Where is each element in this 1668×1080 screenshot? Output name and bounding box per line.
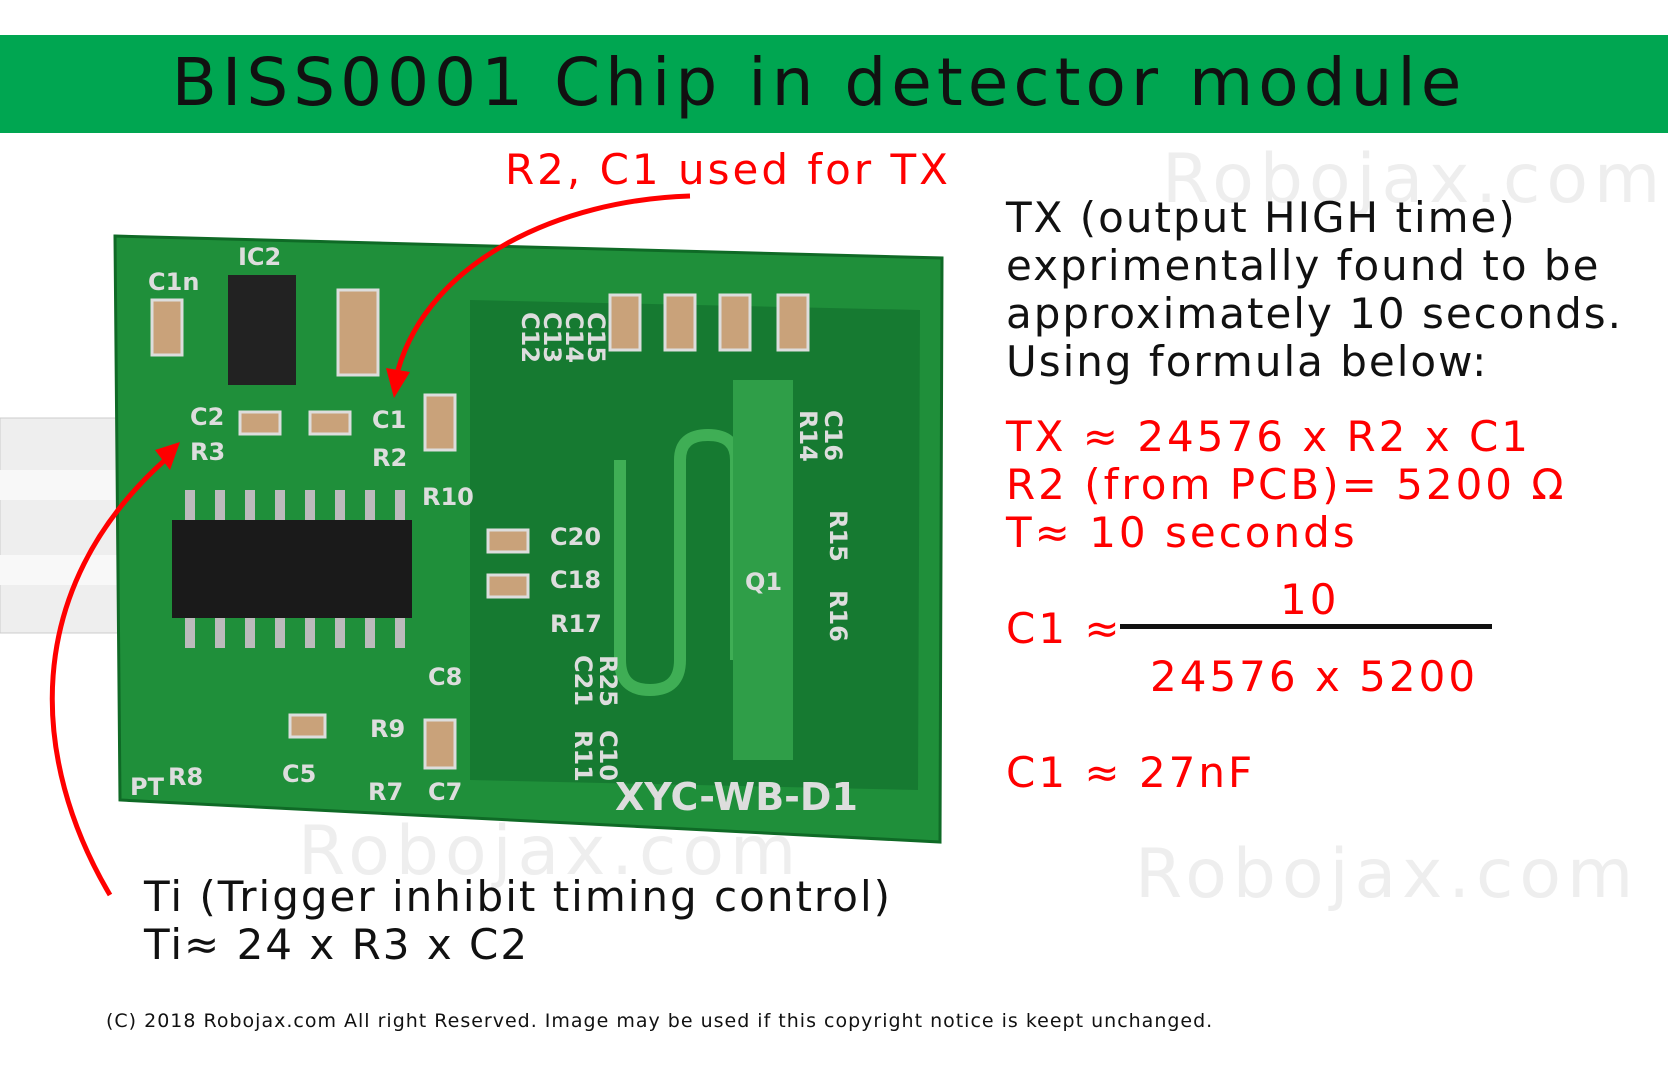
regulator-ic2	[228, 275, 296, 385]
svg-text:R9: R9	[370, 715, 405, 743]
label-c13: C13	[538, 312, 566, 363]
svg-text:R3: R3	[190, 438, 225, 466]
svg-text:C7: C7	[428, 778, 462, 806]
formula-denominator: 24576 x 5200	[1150, 652, 1479, 701]
description-line-2: exprimentally found to be	[1006, 241, 1601, 290]
svg-text:R2: R2	[372, 444, 407, 472]
label-c14: C14	[560, 312, 588, 363]
svg-text:C18: C18	[550, 566, 601, 594]
svg-text:Q1: Q1	[745, 568, 782, 596]
formula-numerator: 10	[1280, 575, 1340, 624]
ti-description: Ti (Trigger inhibit timing control)	[144, 872, 893, 921]
biss0001-chip	[172, 520, 412, 618]
formula-result: C1 ≈ 27nF	[1006, 748, 1256, 797]
formula-c1-label: C1 ≈	[1006, 604, 1123, 653]
svg-text:C1n: C1n	[148, 268, 199, 296]
svg-text:C8: C8	[428, 663, 462, 691]
svg-text:C5: C5	[282, 760, 316, 788]
description-line-3: approximately 10 seconds.	[1006, 289, 1623, 338]
formula-r2: R2 (from PCB)= 5200 Ω	[1006, 460, 1567, 509]
label-c10: C10	[594, 730, 622, 781]
ti-arrow	[49, 458, 167, 897]
label-r15: R15	[824, 510, 852, 562]
label-c15: C15	[582, 312, 610, 363]
label-r16: R16	[824, 590, 852, 642]
label-r14: R14	[794, 410, 822, 462]
svg-text:C20: C20	[550, 523, 601, 551]
board-label: XYC-WB-D1	[615, 775, 858, 819]
tx-arrow	[395, 193, 691, 371]
formula-t: T≈ 10 seconds	[1006, 508, 1358, 557]
label-c21: C21	[569, 655, 597, 706]
svg-text:R8: R8	[168, 763, 203, 791]
watermark-bottom: Robojax.com	[1135, 835, 1640, 914]
watermark-top: Robojax.com	[1162, 140, 1667, 219]
svg-text:C1: C1	[372, 406, 406, 434]
svg-text:R17: R17	[550, 610, 602, 638]
description-line-1: TX (output HIGH time)	[1006, 193, 1517, 242]
svg-text:PT: PT	[130, 773, 165, 801]
description-line-4: Using formula below:	[1006, 337, 1489, 386]
svg-text:IC2: IC2	[238, 243, 281, 271]
svg-text:R10: R10	[422, 483, 474, 511]
fraction-bar	[1120, 624, 1492, 629]
ti-formula: Ti≈ 24 x R3 x C2	[144, 920, 530, 969]
label-c12: C12	[516, 312, 544, 363]
title-band	[0, 35, 1668, 133]
label-r25: R25	[594, 655, 622, 707]
label-r11: R11	[569, 730, 597, 782]
label-c16: C16	[819, 410, 847, 461]
page-title: BISS0001 Chip in detector module	[171, 44, 1467, 121]
copyright-notice: (C) 2018 Robojax.com All right Reserved.…	[106, 1010, 1214, 1032]
svg-text:R7: R7	[368, 778, 403, 806]
svg-text:C2: C2	[190, 403, 224, 431]
formula-tx: TX ≈ 24576 x R2 x C1	[1006, 412, 1531, 461]
annotation-r2-c1: R2, C1 used for TX	[505, 145, 951, 194]
